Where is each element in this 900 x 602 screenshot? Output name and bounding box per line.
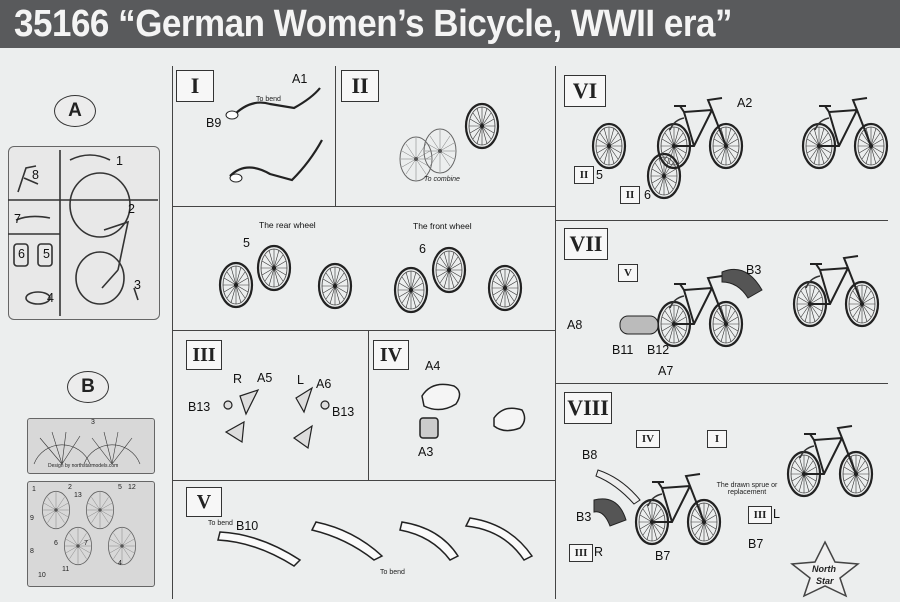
step-II-label: II bbox=[341, 70, 379, 102]
part-number: 3 bbox=[134, 278, 141, 292]
part-number: 5 bbox=[118, 484, 122, 491]
callout: B7 bbox=[655, 549, 671, 563]
callout: B10 bbox=[236, 519, 259, 533]
step-ref: II bbox=[620, 186, 640, 204]
note: The drawn sprue or replacement bbox=[716, 482, 778, 496]
callout: A6 bbox=[316, 377, 332, 391]
part-number: 8 bbox=[30, 548, 34, 555]
part-number: 2 bbox=[128, 202, 135, 216]
step-ref: III bbox=[748, 506, 772, 524]
part-number: 7 bbox=[14, 212, 21, 226]
callout: B12 bbox=[647, 343, 670, 357]
divider bbox=[172, 206, 555, 207]
callout: B7 bbox=[748, 537, 764, 551]
divider bbox=[335, 66, 336, 206]
callout: A7 bbox=[658, 364, 674, 378]
step-V-label: V bbox=[186, 487, 222, 517]
callout: L bbox=[773, 507, 780, 521]
note: To combine bbox=[424, 176, 460, 183]
step-VI-label: VI bbox=[564, 75, 606, 107]
part-number: 12 bbox=[128, 484, 136, 491]
step-ref: I bbox=[707, 430, 727, 448]
page-title: 35166 “German Women’s Bicycle, WWII era” bbox=[14, 3, 733, 45]
callout: R bbox=[594, 545, 604, 559]
part-number: 10 bbox=[38, 572, 46, 579]
callout: 6 bbox=[644, 188, 651, 202]
callout: B9 bbox=[206, 116, 222, 130]
part-number: 1 bbox=[116, 154, 123, 168]
step-ref: IV bbox=[636, 430, 660, 448]
step-ref: III bbox=[569, 544, 593, 562]
callout: A5 bbox=[257, 371, 273, 385]
divider bbox=[172, 66, 173, 599]
callout: L bbox=[297, 373, 304, 387]
callout: A3 bbox=[418, 445, 434, 459]
callout: R bbox=[233, 372, 243, 386]
part-number: 6 bbox=[54, 540, 58, 547]
part-number: 4 bbox=[47, 291, 54, 305]
callout: 5 bbox=[596, 168, 603, 182]
callout: A1 bbox=[292, 72, 308, 86]
divider bbox=[368, 330, 369, 480]
callout: 6 bbox=[419, 242, 426, 256]
step-VII-label: VII bbox=[564, 228, 608, 260]
part-number: 4 bbox=[118, 560, 122, 567]
callout: B3 bbox=[576, 510, 592, 524]
callout: A2 bbox=[737, 96, 753, 110]
part-number: 3 bbox=[91, 419, 95, 426]
part-number: 8 bbox=[32, 168, 39, 182]
part-number: 2 bbox=[68, 484, 72, 491]
step-III-label: III bbox=[186, 340, 222, 370]
note: To bend bbox=[208, 520, 233, 527]
part-number: 6 bbox=[18, 247, 25, 261]
credit-text: Design by northstarmodels.com bbox=[48, 463, 119, 469]
part-number: 5 bbox=[43, 247, 50, 261]
part-number: 7 bbox=[84, 540, 88, 547]
photo-etch-b-sheet-top bbox=[27, 418, 155, 474]
callout: B13 bbox=[332, 405, 355, 419]
photo-etch-b-sheet-bottom bbox=[27, 481, 155, 587]
callout: B8 bbox=[582, 448, 598, 462]
step-ref: II bbox=[574, 166, 594, 184]
step-ref: V bbox=[618, 264, 638, 282]
note: To bend bbox=[256, 96, 281, 103]
note: To bend bbox=[380, 569, 405, 576]
part-number: 9 bbox=[30, 515, 34, 522]
divider bbox=[555, 66, 556, 599]
callout: A4 bbox=[425, 359, 441, 373]
wheel-title: The front wheel bbox=[413, 221, 472, 231]
callout: 5 bbox=[243, 236, 250, 250]
step-VIII-label: VIII bbox=[564, 392, 612, 424]
sprue-b-badge: B bbox=[67, 371, 109, 403]
callout: B3 bbox=[746, 263, 762, 277]
north-star-logo bbox=[790, 540, 860, 598]
callout: B11 bbox=[612, 343, 634, 357]
callout: A8 bbox=[567, 318, 583, 332]
divider bbox=[172, 330, 555, 331]
step-IV-label: IV bbox=[373, 340, 409, 370]
callout: B13 bbox=[188, 400, 211, 414]
logo-text: Star bbox=[816, 576, 834, 586]
divider bbox=[172, 480, 555, 481]
part-number: 1 bbox=[32, 486, 36, 493]
sprue-a-badge: A bbox=[54, 95, 96, 127]
divider bbox=[555, 220, 888, 221]
part-number: 11 bbox=[62, 566, 70, 573]
divider bbox=[555, 383, 888, 384]
part-number: 13 bbox=[74, 492, 82, 499]
logo-text: North bbox=[812, 564, 836, 574]
step-I-label: I bbox=[176, 70, 214, 102]
header-bar: 35166 “German Women’s Bicycle, WWII era” bbox=[0, 0, 900, 48]
wheel-title: The rear wheel bbox=[259, 220, 316, 230]
